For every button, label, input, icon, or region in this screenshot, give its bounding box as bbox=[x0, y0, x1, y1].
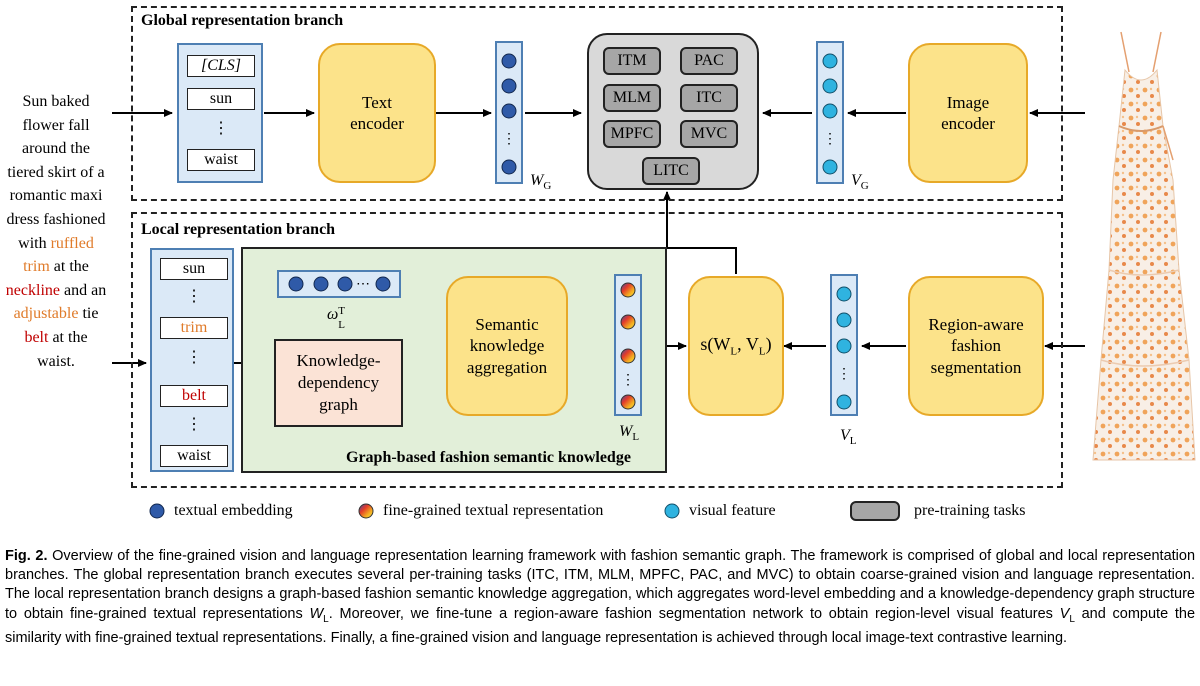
token-waist: waist bbox=[187, 149, 255, 171]
legend-finegrained: fine-grained textual representation bbox=[357, 502, 603, 520]
legend-visual-feature: visual feature bbox=[663, 502, 776, 520]
wg-label: WG bbox=[530, 172, 552, 193]
task-pac: PAC bbox=[680, 47, 738, 75]
text-encoder: Text encoder bbox=[318, 43, 436, 183]
wg-vector: ⋮ bbox=[495, 41, 523, 184]
local-token-column: sun ⋮ trim ⋮ belt ⋮ waist bbox=[150, 248, 234, 472]
finegrained-representation-dot bbox=[620, 348, 636, 364]
token-ellipsis: ⋮ bbox=[186, 349, 202, 366]
token-ellipsis: ⋮ bbox=[213, 120, 229, 137]
task-mvc: MVC bbox=[680, 120, 738, 148]
vl-vector: ⋮ bbox=[830, 274, 858, 416]
token-ellipsis: ⋮ bbox=[186, 416, 202, 433]
wl-vector: ⋮ bbox=[614, 274, 642, 416]
textual-embedding-dot bbox=[501, 78, 517, 94]
token-sun: sun bbox=[160, 258, 228, 280]
task-mpfc: MPFC bbox=[603, 120, 661, 148]
textual-embedding-dot bbox=[375, 276, 391, 292]
semantic-knowledge-aggregation: Semantic knowledge aggregation bbox=[446, 276, 568, 416]
task-itc: ITC bbox=[680, 84, 738, 112]
legend-pretraining-tasks: pre-training tasks bbox=[850, 501, 1026, 521]
figure-caption: Fig. 2. Overview of the fine-grained vis… bbox=[5, 548, 1196, 646]
figure-label: Fig. 2. bbox=[5, 548, 48, 564]
wl-label: WL bbox=[619, 423, 640, 444]
finegrained-representation-icon bbox=[358, 503, 374, 519]
visual-feature-dot bbox=[822, 53, 838, 69]
global-branch bbox=[131, 6, 1063, 201]
finegrained-representation-dot bbox=[620, 314, 636, 330]
global-token-column: [CLS] sun ⋮ waist bbox=[177, 43, 263, 183]
similarity-function: s(WL, VL) bbox=[688, 276, 784, 416]
visual-feature-dot bbox=[836, 394, 852, 410]
region-aware-fashion-segmentation: Region-aware fashion segmentation bbox=[908, 276, 1044, 416]
svg-text:⋯: ⋯ bbox=[356, 276, 370, 292]
svg-text:⋮: ⋮ bbox=[823, 131, 837, 147]
pretraining-task-icon bbox=[850, 501, 900, 521]
token-sun: sun bbox=[187, 88, 255, 110]
task-litc: LITC bbox=[642, 157, 700, 185]
task-mlm: MLM bbox=[603, 84, 661, 112]
vl-label: VL bbox=[840, 427, 857, 448]
global-branch-title: Global representation branch bbox=[141, 12, 344, 29]
dress-image bbox=[1092, 31, 1196, 461]
token-trim: trim bbox=[160, 317, 228, 339]
svg-text:⋮: ⋮ bbox=[621, 372, 635, 388]
token-waist: waist bbox=[160, 445, 228, 467]
textual-embedding-icon bbox=[149, 503, 165, 519]
vg-vector: ⋮ bbox=[816, 41, 844, 184]
token-cls: [CLS] bbox=[187, 55, 255, 77]
visual-feature-dot bbox=[836, 338, 852, 354]
image-encoder: Image encoder bbox=[908, 43, 1028, 183]
local-branch bbox=[131, 212, 1063, 488]
visual-feature-dot bbox=[822, 159, 838, 175]
token-ellipsis: ⋮ bbox=[186, 288, 202, 305]
task-itm: ITM bbox=[603, 47, 661, 75]
visual-feature-dot bbox=[822, 103, 838, 119]
vg-label: VG bbox=[851, 172, 869, 193]
visual-feature-dot bbox=[836, 286, 852, 302]
local-branch-title: Local representation branch bbox=[141, 221, 336, 238]
visual-feature-icon bbox=[664, 503, 680, 519]
finegrained-representation-dot bbox=[620, 282, 636, 298]
graph-knowledge-title: Graph-based fashion semantic knowledge bbox=[346, 449, 631, 466]
omega-vector: ⋯ bbox=[277, 270, 401, 298]
textual-embedding-dot bbox=[501, 103, 517, 119]
finegrained-representation-dot bbox=[620, 394, 636, 410]
legend-textual-embedding: textual embedding bbox=[148, 502, 293, 520]
textual-embedding-dot bbox=[313, 276, 329, 292]
textual-embedding-dot bbox=[337, 276, 353, 292]
input-caption-text: Sun baked flower fall around the tiered … bbox=[5, 93, 107, 370]
svg-text:⋮: ⋮ bbox=[502, 131, 516, 147]
textual-embedding-dot bbox=[501, 53, 517, 69]
token-belt: belt bbox=[160, 385, 228, 407]
visual-feature-dot bbox=[822, 78, 838, 94]
svg-text:⋮: ⋮ bbox=[837, 366, 851, 382]
arrow-similarity-to-litc bbox=[663, 191, 737, 274]
textual-embedding-dot bbox=[501, 159, 517, 175]
textual-embedding-dot bbox=[288, 276, 304, 292]
knowledge-dependency-graph: Knowledge-dependency graph bbox=[274, 339, 403, 427]
visual-feature-dot bbox=[836, 312, 852, 328]
